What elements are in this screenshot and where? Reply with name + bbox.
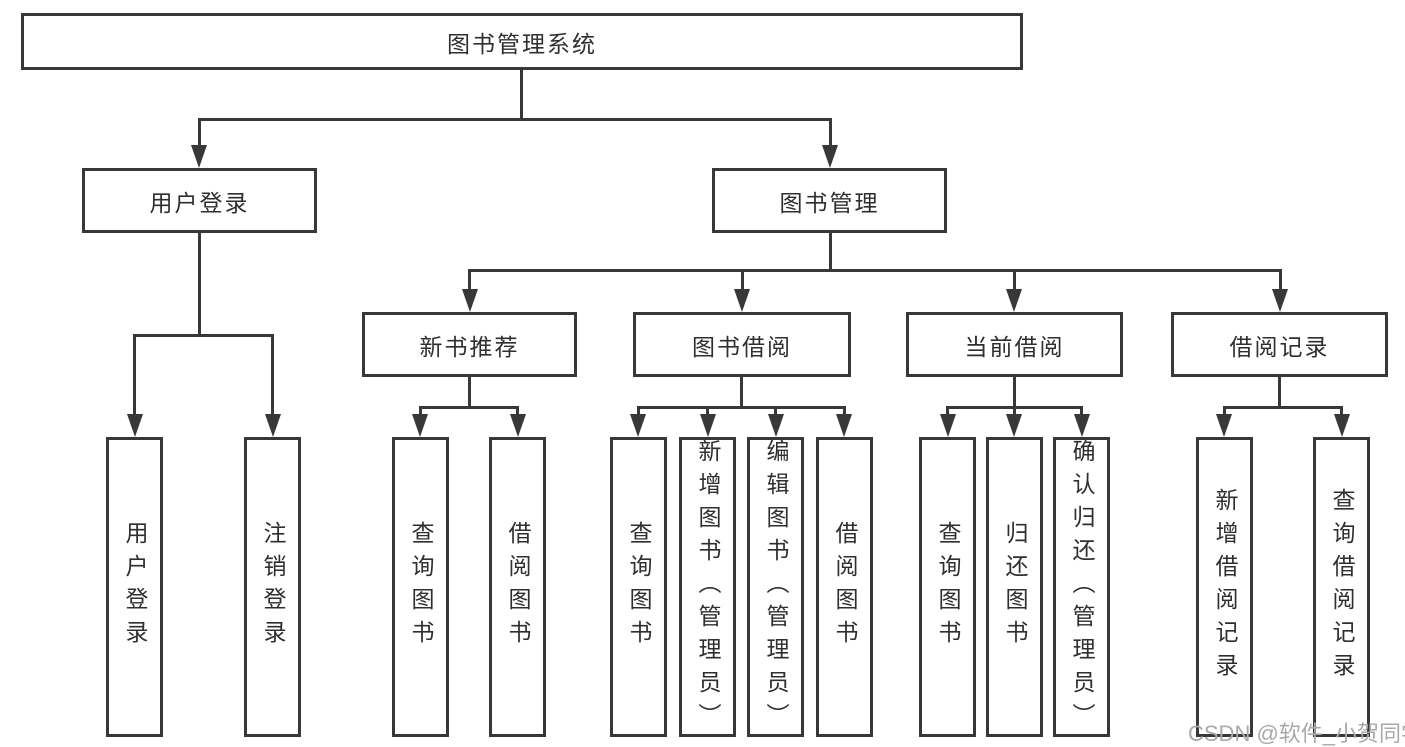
arrowhead-icon — [1216, 414, 1232, 437]
leaf-label: 新增借阅记录 — [1212, 488, 1238, 686]
connector-line — [829, 233, 832, 271]
leaf-label: 查询图书 — [408, 521, 434, 653]
arrowhead-icon — [265, 414, 281, 437]
connector-line — [638, 406, 846, 409]
node-library-management-system: 图书管理系统 — [21, 13, 1023, 70]
node-book-borrowing: 图书借阅 — [633, 312, 851, 377]
arrowhead-icon — [822, 145, 838, 168]
connector-line — [774, 406, 777, 416]
node-label: 图书借阅 — [692, 333, 792, 360]
leaf-add-book-admin: 新增图书（管理员） — [679, 437, 736, 737]
leaf-borrow-books-borrowing: 借阅图书 — [816, 437, 873, 737]
leaf-user-login: 用户登录 — [106, 437, 163, 737]
node-label: 新书推荐 — [419, 333, 520, 360]
connector-line — [843, 406, 846, 416]
connector-line — [637, 406, 640, 416]
node-label: 用户登录 — [149, 189, 250, 216]
arrowhead-icon — [700, 414, 716, 437]
connector-line — [829, 118, 832, 146]
node-book-management: 图书管理 — [712, 168, 947, 233]
connector-line — [198, 118, 832, 121]
connector-line — [271, 334, 274, 416]
leaf-label: 查询图书 — [626, 521, 652, 653]
connector-line — [133, 334, 274, 337]
node-label: 借阅记录 — [1229, 333, 1330, 360]
leaf-label: 用户登录 — [122, 521, 148, 653]
leaf-label: 注销登录 — [260, 521, 286, 653]
connector-line — [1013, 269, 1016, 291]
connector-line — [741, 269, 744, 291]
connector-line — [706, 406, 709, 416]
connector-line — [469, 269, 1281, 272]
leaf-label: 查询借阅记录 — [1329, 488, 1355, 686]
connector-line — [1080, 406, 1083, 416]
connector-line — [1340, 406, 1343, 416]
connector-line — [1013, 406, 1016, 416]
node-label: 当前借阅 — [964, 333, 1065, 360]
node-new-book-recommendation: 新书推荐 — [362, 312, 577, 377]
arrowhead-icon — [1074, 414, 1090, 437]
node-label: 图书管理 — [779, 189, 880, 216]
leaf-label: 编辑图书（管理员） — [763, 438, 789, 736]
connector-line — [420, 406, 519, 409]
leaf-query-books-current: 查询图书 — [919, 437, 976, 737]
connector-line — [1224, 406, 1343, 409]
leaf-label: 借阅图书 — [832, 521, 858, 653]
arrowhead-icon — [412, 414, 428, 437]
connector-line — [419, 406, 422, 416]
leaf-edit-book-admin: 编辑图书（管理员） — [747, 437, 804, 737]
leaf-borrow-books-recommend: 借阅图书 — [489, 437, 546, 737]
arrowhead-icon — [191, 145, 207, 168]
arrowhead-icon — [630, 414, 646, 437]
connector-line — [740, 377, 743, 408]
connector-line — [198, 233, 201, 336]
leaf-add-borrow-record: 新增借阅记录 — [1196, 437, 1253, 737]
leaf-label: 归还图书 — [1002, 521, 1028, 653]
node-borrowing-records: 借阅记录 — [1171, 312, 1388, 377]
arrowhead-icon — [127, 414, 143, 437]
connector-line — [1278, 377, 1281, 408]
arrowhead-icon — [836, 414, 852, 437]
arrowhead-icon — [1006, 289, 1022, 312]
arrowhead-icon — [462, 289, 478, 312]
node-current-borrowing: 当前借阅 — [906, 312, 1123, 377]
connector-line — [1279, 269, 1282, 291]
leaf-label: 借阅图书 — [505, 521, 531, 653]
arrowhead-icon — [1272, 289, 1288, 312]
connector-line — [468, 377, 471, 408]
leaf-return-books: 归还图书 — [986, 437, 1043, 737]
connector-line — [468, 269, 471, 291]
connector-line — [946, 406, 949, 416]
leaf-query-books-recommend: 查询图书 — [392, 437, 449, 737]
leaf-label: 确认归还（管理员） — [1069, 438, 1095, 736]
node-label: 图书管理系统 — [447, 30, 597, 57]
connector-line — [1013, 377, 1016, 408]
leaf-query-books-borrowing: 查询图书 — [610, 437, 667, 737]
connector-line — [1223, 406, 1226, 416]
connector-line — [198, 118, 201, 146]
leaf-query-borrow-record: 查询借阅记录 — [1313, 437, 1370, 737]
csdn-watermark: CSDN @软件_小贺同学 — [1188, 721, 1405, 746]
arrowhead-icon — [940, 414, 956, 437]
arrowhead-icon — [1334, 414, 1350, 437]
leaf-label: 新增图书（管理员） — [695, 438, 721, 736]
arrowhead-icon — [734, 289, 750, 312]
leaf-label: 查询图书 — [935, 521, 961, 653]
node-user-login: 用户登录 — [82, 168, 317, 233]
connector-line — [520, 70, 523, 118]
connector-line — [516, 406, 519, 416]
leaf-logout-login: 注销登录 — [244, 437, 301, 737]
connector-line — [133, 334, 136, 416]
leaf-confirm-return-admin: 确认归还（管理员） — [1053, 437, 1110, 737]
arrowhead-icon — [1006, 414, 1022, 437]
arrowhead-icon — [510, 414, 526, 437]
arrowhead-icon — [768, 414, 784, 437]
